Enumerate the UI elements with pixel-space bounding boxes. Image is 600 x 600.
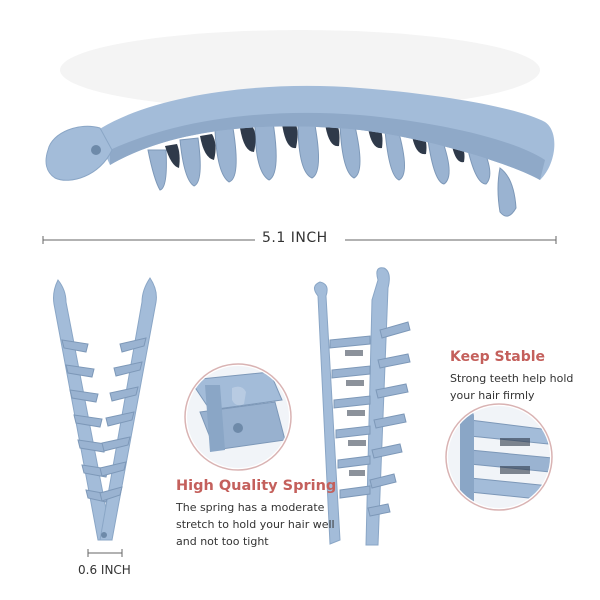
width-label: 0.6 INCH [78, 563, 131, 577]
teeth-detail-circle [445, 403, 553, 511]
clip-open-view [53, 277, 157, 541]
spring-description: The spring has a moderate stretch to hol… [176, 501, 335, 548]
keep-stable-description: Strong teeth help hold your hair firmly [450, 372, 574, 402]
keep-stable-title: Keep Stable [450, 349, 546, 365]
length-dimension-line [42, 236, 557, 244]
width-dimension-line [87, 549, 123, 557]
spring-title: High Quality Spring [176, 478, 337, 494]
clip-profile-view [314, 267, 411, 546]
spring-detail-circle [184, 363, 292, 471]
clip-side-view [45, 30, 555, 217]
length-label: 5.1 INCH [262, 230, 328, 246]
